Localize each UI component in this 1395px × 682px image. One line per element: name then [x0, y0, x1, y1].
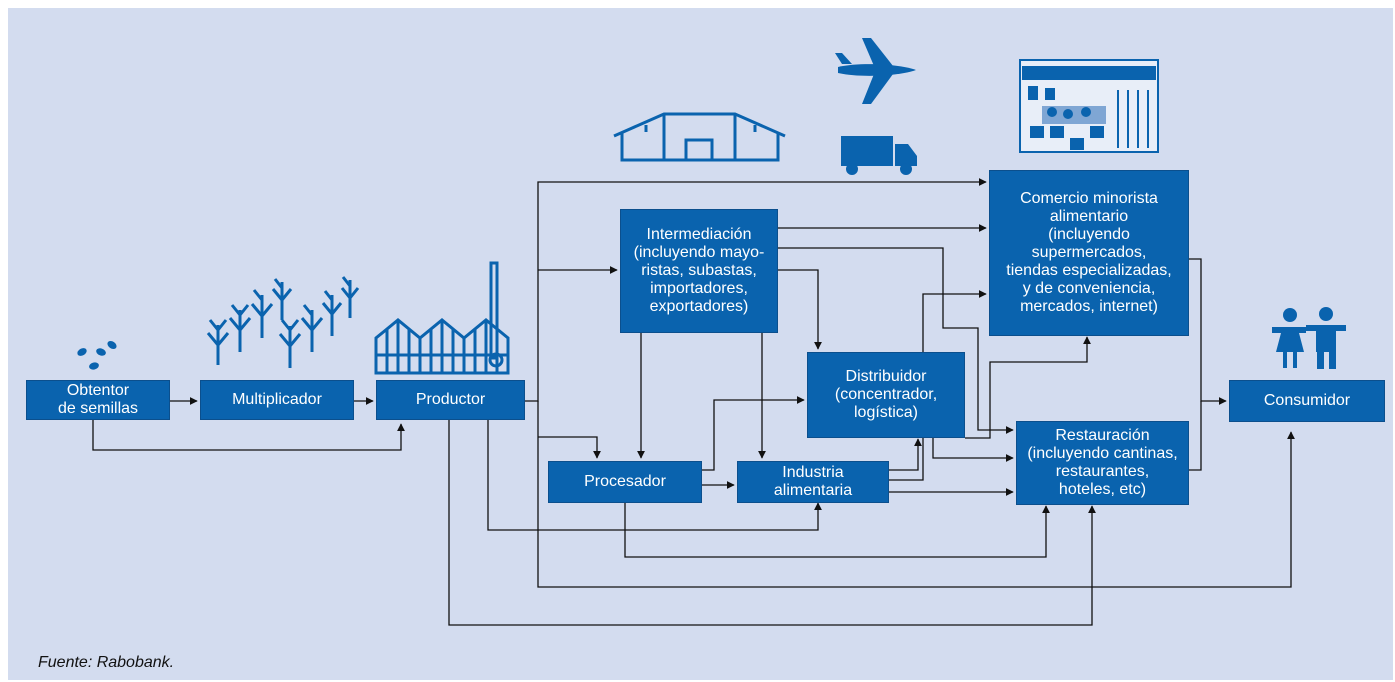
node-procesador: Procesador [548, 461, 702, 503]
edge-procesador-distribuidor [702, 396, 805, 471]
plants-icon [206, 276, 360, 368]
node-restauracion: Restauración (incluyendo cantinas, resta… [1016, 421, 1189, 505]
node-distribuidor: Distribuidor (concentrador, logística) [807, 352, 965, 438]
edge-procesador-restauracion [624, 503, 1050, 558]
edge-comercio-consumidor [1189, 258, 1227, 405]
truck-icon [841, 136, 917, 175]
node-productor: Productor [376, 380, 525, 420]
node-obtentor: Obtentor de semillas [26, 380, 170, 420]
node-industria-label: Industria alimentaria [773, 464, 853, 499]
node-restauracion-label: Restauración (incluyendo cantinas, resta… [1027, 427, 1178, 498]
airplane-icon [835, 38, 916, 104]
edge-productor-comercio [525, 178, 987, 402]
node-intermediacion: Intermediación (incluyendo mayo- ristas,… [620, 209, 778, 333]
edge-distribuidor-comercio [965, 336, 1091, 439]
edge-distribuidor-restauracion [932, 438, 1014, 462]
node-industria: Industria alimentaria [737, 461, 889, 503]
source-caption: Fuente: Rabobank. [38, 654, 175, 671]
node-obtentor-label: Obtentor de semillas [57, 382, 139, 417]
edge-industria-distribuidor [889, 438, 922, 471]
node-distribuidor-label: Distribuidor (concentrador, logística) [834, 368, 938, 421]
node-comercio-label: Comercio minorista alimentario (incluyen… [1006, 190, 1172, 315]
edge-productor-consumidor [537, 401, 1295, 588]
node-intermediacion-label: Intermediación (incluyendo mayo- ristas,… [633, 226, 765, 315]
edge-productor-procesador [538, 436, 601, 459]
node-consumidor-label: Consumidor [1263, 392, 1351, 409]
edge-intermediacion-restauracion [778, 247, 1014, 434]
edge-intermediacion-distribuidor [778, 269, 822, 350]
warehouse-icon [613, 112, 786, 162]
node-multiplicador: Multiplicador [200, 380, 354, 420]
edge-productor-restauracion-bottom [448, 420, 1096, 626]
people-icon [1272, 307, 1346, 369]
node-comercio: Comercio minorista alimentario (incluyen… [989, 170, 1189, 336]
edge-productor-industria [487, 420, 822, 531]
seeds-icon [77, 340, 117, 370]
node-multiplicador-label: Multiplicador [232, 391, 322, 408]
node-procesador-label: Procesador [584, 473, 666, 490]
node-consumidor: Consumidor [1229, 380, 1385, 422]
edge-obtentor-productor [92, 420, 405, 451]
connectors [92, 178, 1295, 626]
market-stall-icon [1019, 59, 1159, 153]
node-productor-label: Productor [415, 391, 486, 408]
greenhouse-icon [374, 261, 510, 375]
edge-restauracion-consumidor [1189, 401, 1202, 471]
